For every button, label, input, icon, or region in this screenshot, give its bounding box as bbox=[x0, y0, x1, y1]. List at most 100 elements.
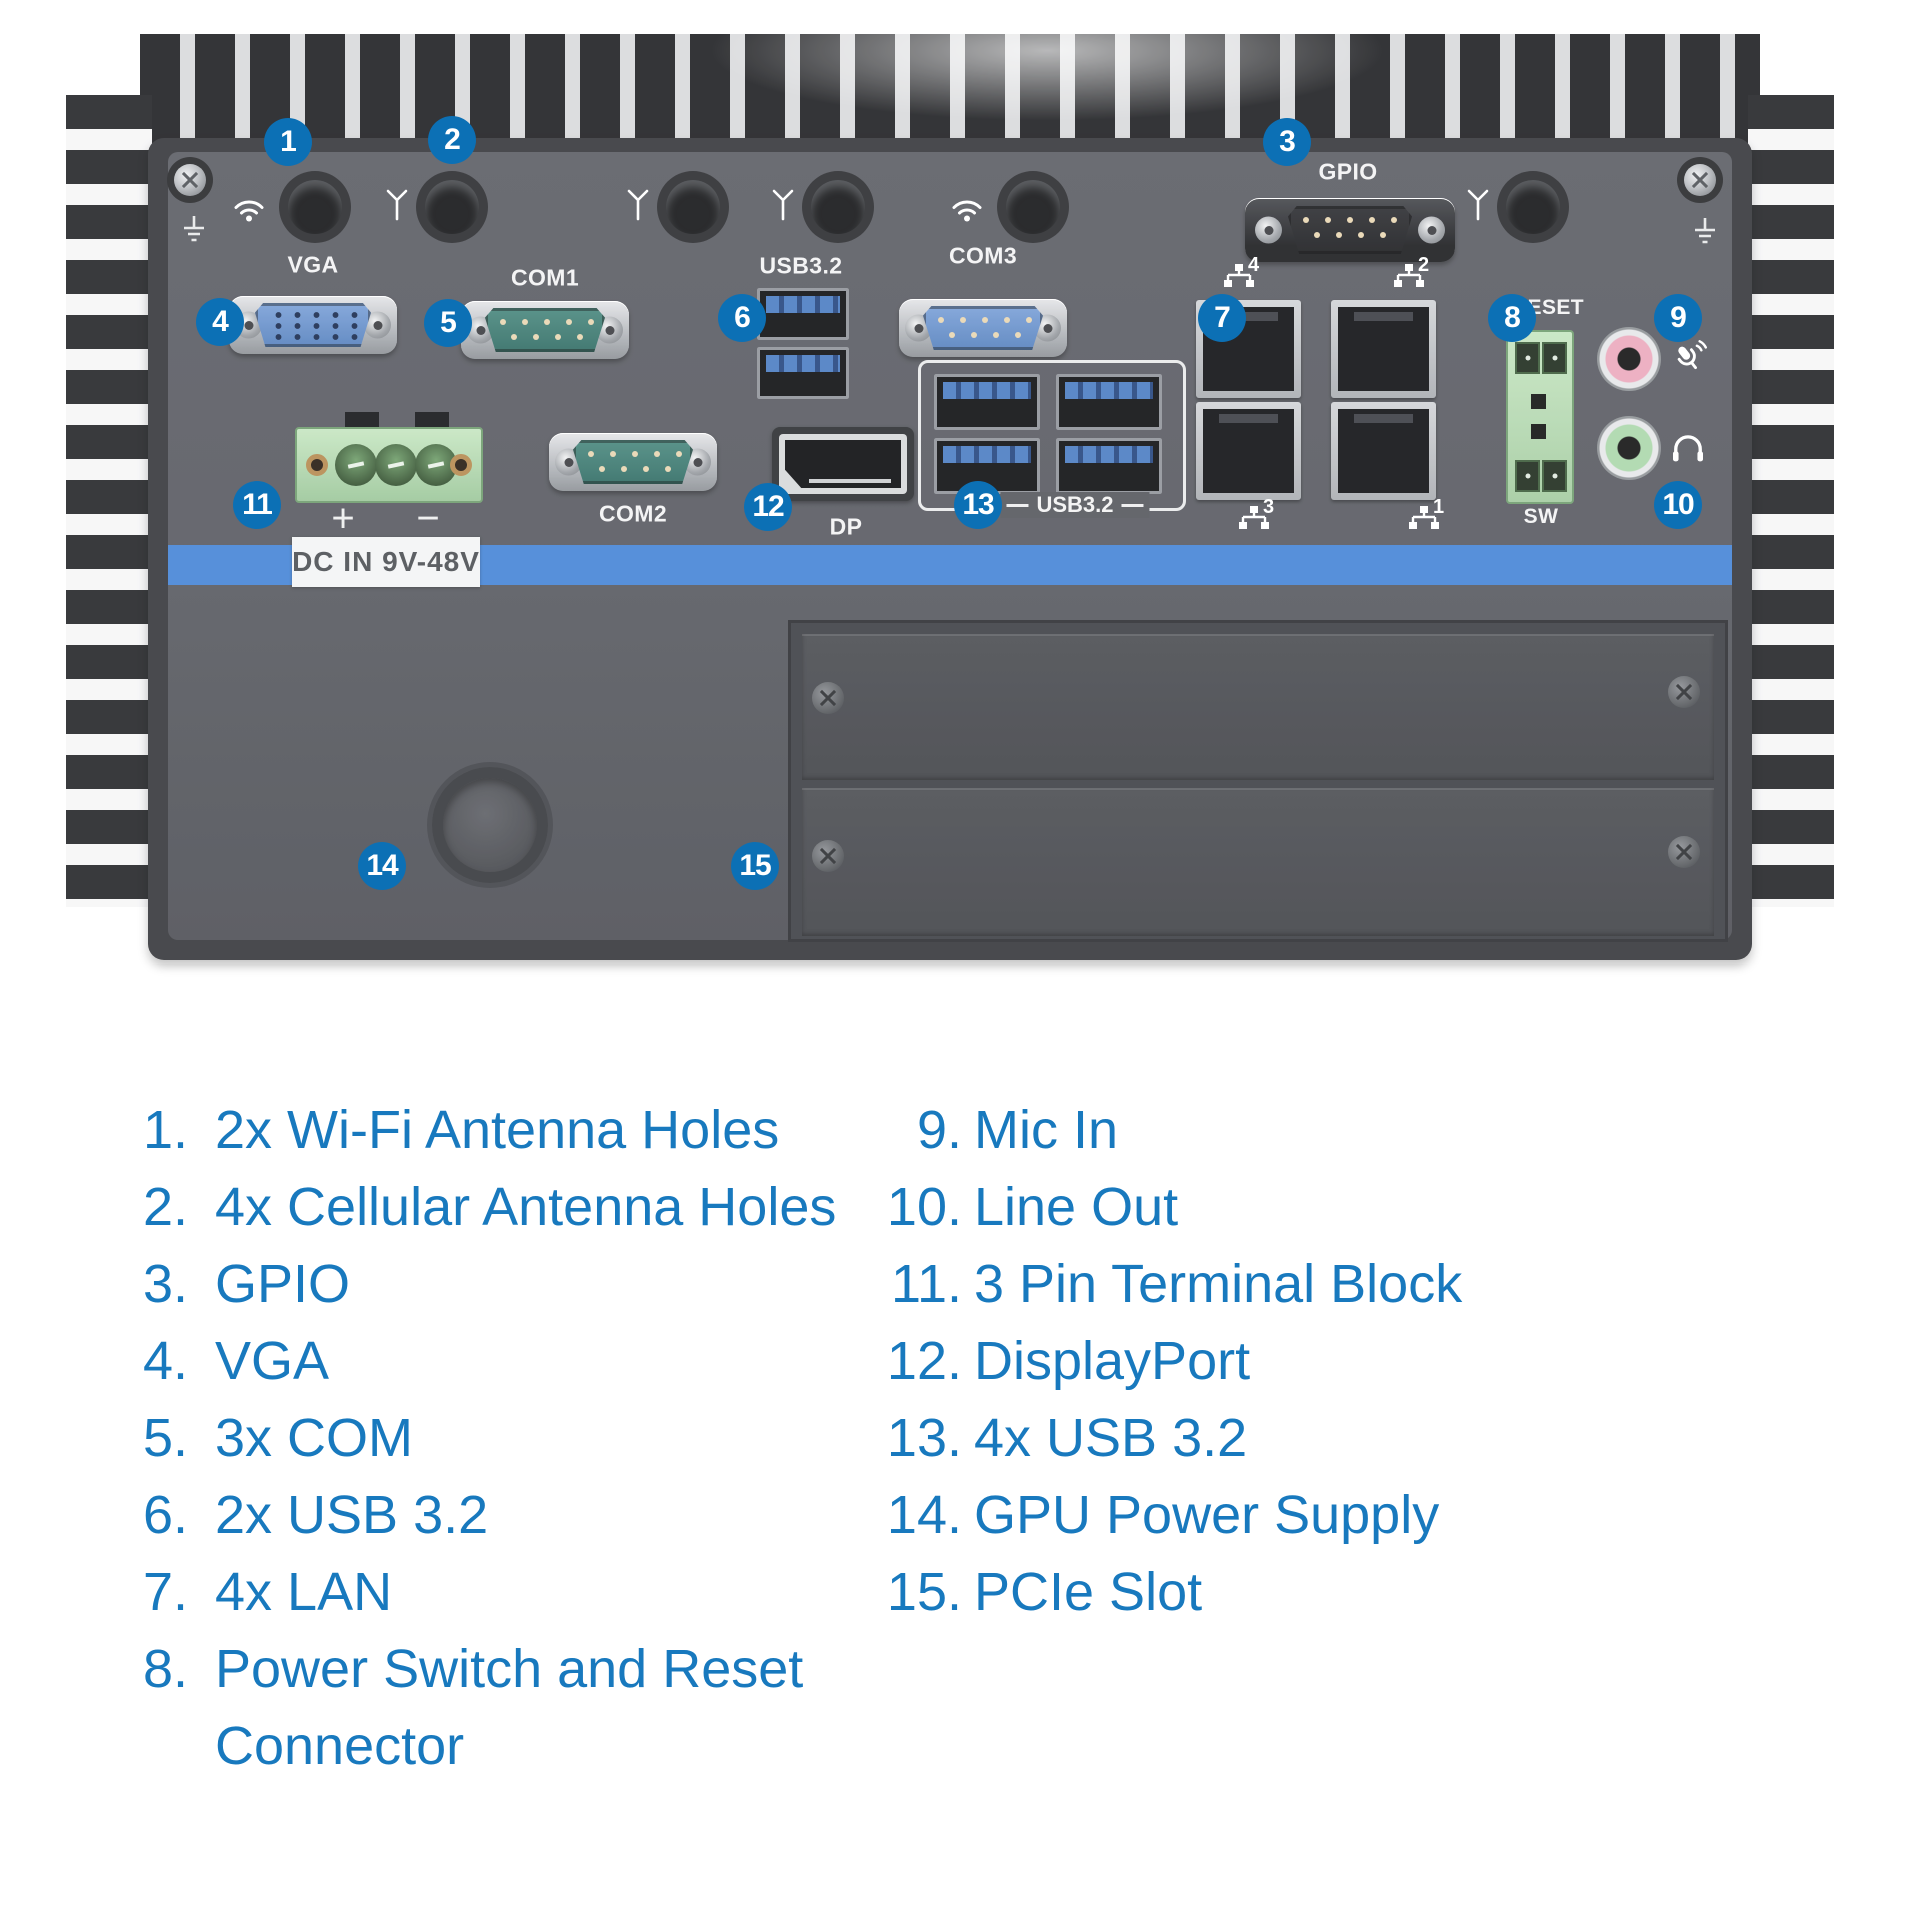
line-out-jack bbox=[1597, 416, 1661, 480]
callout-3: 3 bbox=[1263, 118, 1311, 166]
power-reset-terminal bbox=[1506, 330, 1574, 504]
antenna-hole bbox=[666, 180, 720, 234]
lan-port bbox=[1196, 402, 1301, 500]
lan-number-icon: 4 bbox=[1221, 254, 1265, 297]
ground-icon bbox=[1690, 214, 1720, 248]
com1-label: COM1 bbox=[510, 264, 580, 291]
lan-number-icon: 3 bbox=[1236, 496, 1280, 539]
legend-label: GPU Power Supply bbox=[974, 1485, 1440, 1545]
hex-nut-icon bbox=[1255, 216, 1282, 244]
legend-label: 4x USB 3.2 bbox=[974, 1408, 1248, 1468]
legend-item: 15.PCIe Slot bbox=[878, 1554, 1778, 1631]
legend-item: 8.Power Switch and Reset Connector bbox=[143, 1631, 943, 1785]
legend-number: 5. bbox=[143, 1408, 189, 1468]
cellular-antenna-icon bbox=[770, 188, 796, 222]
gpio-port bbox=[1245, 198, 1455, 262]
plus-sign: + bbox=[331, 496, 355, 541]
headphones-icon bbox=[1668, 428, 1708, 468]
cellular-antenna-icon bbox=[1465, 188, 1491, 222]
legend-item: 1. 2x Wi-Fi Antenna Holes bbox=[143, 1092, 943, 1169]
legend-number: 14. bbox=[886, 1485, 962, 1545]
terminal-latch bbox=[415, 412, 449, 430]
legend-item: 12.DisplayPort bbox=[878, 1323, 1778, 1400]
vga-port bbox=[229, 296, 397, 354]
legend-label: Mic In bbox=[974, 1100, 1119, 1160]
legend-label: 4x Cellular Antenna Holes bbox=[215, 1177, 837, 1237]
callout-10: 10 bbox=[1654, 481, 1702, 529]
device-photo: VGA COM1 USB3.2 COM3 GPIO COM2 DP RESET … bbox=[0, 0, 1920, 970]
wifi-icon bbox=[947, 191, 987, 223]
screw-icon bbox=[1684, 164, 1716, 196]
usb-port bbox=[1056, 438, 1162, 494]
screw-icon bbox=[812, 840, 844, 872]
lan-number-icon: 1 bbox=[1406, 496, 1450, 539]
displayport-port bbox=[772, 427, 914, 501]
antenna-hole bbox=[1506, 180, 1560, 234]
legend-item: 14.GPU Power Supply bbox=[878, 1477, 1778, 1554]
legend-item: 4. VGA bbox=[143, 1323, 943, 1400]
callout-11: 11 bbox=[233, 481, 281, 529]
legend-label: Line Out bbox=[974, 1177, 1179, 1237]
hex-nut-icon bbox=[1418, 216, 1445, 244]
lan-port bbox=[1331, 300, 1436, 398]
com2-label: COM2 bbox=[598, 500, 668, 527]
legend-number: 13. bbox=[886, 1408, 962, 1468]
legend-item: 13.4x USB 3.2 bbox=[878, 1400, 1778, 1477]
legend-label: 2x Wi-Fi Antenna Holes bbox=[215, 1100, 780, 1160]
com3-label: COM3 bbox=[948, 242, 1018, 269]
callout-9: 9 bbox=[1654, 294, 1702, 342]
legend-number: 11. bbox=[890, 1254, 962, 1314]
antenna-hole bbox=[811, 180, 865, 234]
legend-number: 1. bbox=[143, 1100, 189, 1160]
lan-port bbox=[1331, 402, 1436, 500]
legend-label: GPIO bbox=[215, 1254, 351, 1314]
callout-12: 12 bbox=[744, 483, 792, 531]
antenna-hole bbox=[1006, 180, 1060, 234]
legend-label: DisplayPort bbox=[974, 1331, 1251, 1391]
callout-7: 7 bbox=[1198, 294, 1246, 342]
legend-label: VGA bbox=[215, 1331, 330, 1391]
gpu-power-hole bbox=[432, 767, 548, 883]
legend-number: 8. bbox=[143, 1639, 189, 1699]
usb-port bbox=[757, 347, 849, 399]
com3-port bbox=[899, 299, 1067, 357]
sw-label: SW bbox=[1523, 505, 1559, 528]
antenna-hole bbox=[425, 180, 479, 234]
screw-icon bbox=[1668, 676, 1700, 708]
wifi-icon bbox=[229, 191, 269, 223]
legend-number: 7. bbox=[143, 1562, 189, 1622]
heatsink-top-fins bbox=[140, 34, 1760, 144]
legend-item: 3.GPIO bbox=[143, 1246, 943, 1323]
terminal-latch bbox=[345, 412, 379, 430]
ground-icon bbox=[179, 212, 209, 246]
legend-number: 4. bbox=[143, 1331, 189, 1391]
mic-icon bbox=[1668, 338, 1708, 378]
usb-port bbox=[1056, 374, 1162, 430]
dc-in-label: DC IN 9V-48V bbox=[292, 537, 480, 587]
vga-pin-holes bbox=[265, 308, 361, 342]
legend-item: 10.Line Out bbox=[878, 1169, 1778, 1246]
gpio-label: GPIO bbox=[1318, 158, 1378, 185]
legend-item: 6.2x USB 3.2 bbox=[143, 1477, 943, 1554]
com2-port bbox=[549, 433, 717, 491]
legend-label: 3x COM bbox=[215, 1408, 414, 1468]
vga-label: VGA bbox=[287, 251, 339, 278]
screw-icon bbox=[812, 682, 844, 714]
legend-label: 3 Pin Terminal Block bbox=[974, 1254, 1463, 1314]
com1-port bbox=[461, 301, 629, 359]
legend-number: 9. bbox=[916, 1100, 962, 1160]
legend-number: 6. bbox=[143, 1485, 189, 1545]
legend-number: 15. bbox=[886, 1562, 962, 1622]
heatsink-right-fins bbox=[1748, 95, 1834, 907]
legend-number: 10. bbox=[886, 1177, 962, 1237]
pcie-slot-cover bbox=[802, 788, 1714, 936]
mic-in-jack bbox=[1597, 327, 1661, 391]
lan-number-icon: 2 bbox=[1391, 254, 1435, 297]
usb-port bbox=[757, 288, 849, 340]
legend-number: 2. bbox=[143, 1177, 189, 1237]
legend-label: PCIe Slot bbox=[974, 1562, 1203, 1622]
dc-terminal-block bbox=[295, 427, 483, 503]
callout-6: 6 bbox=[718, 294, 766, 342]
callout-15: 15 bbox=[731, 842, 779, 890]
